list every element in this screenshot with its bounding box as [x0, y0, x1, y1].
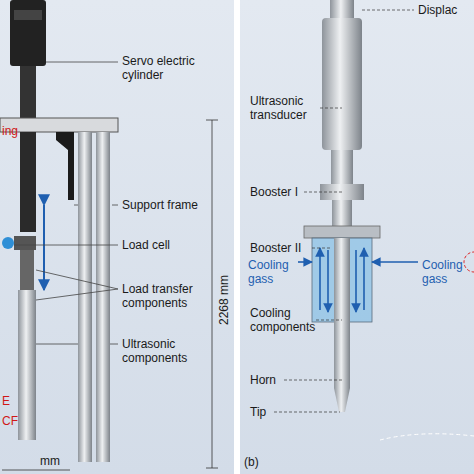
part-label: Cooling components: [250, 306, 314, 334]
flow-label: Cooling gass: [422, 258, 470, 286]
part-label: Tip: [250, 405, 266, 419]
part-label: Booster II: [250, 241, 301, 255]
cut-label: CF: [2, 414, 18, 428]
part-label: Servo electric cylinder: [122, 54, 210, 82]
panel-label: (b): [244, 455, 259, 469]
part-label: Horn: [250, 373, 276, 387]
dimension-label: 2268 mm: [217, 273, 231, 327]
part-label: Load cell: [122, 238, 170, 252]
dimension-lines: [2, 120, 218, 470]
part-label: Booster I: [250, 185, 298, 199]
dimension-label: mm: [40, 454, 60, 468]
leader-lines: [14, 62, 118, 344]
cut-label: E: [2, 394, 10, 408]
part-label: Support frame: [122, 198, 217, 212]
cut-label: Displac: [418, 3, 457, 17]
leader-lines-b: [274, 10, 414, 412]
panel-a: [0, 0, 234, 474]
flow-label: Cooling gass: [248, 258, 296, 286]
part-label: Ultrasonic transducer: [250, 94, 318, 122]
panel-b: [240, 0, 474, 474]
machine: [0, 0, 118, 462]
part-label: Load transfer components: [122, 282, 210, 310]
part-label: Ultrasonic components: [122, 337, 210, 365]
ultrasonic-stack: [298, 0, 474, 440]
cut-label: ing: [2, 124, 18, 138]
